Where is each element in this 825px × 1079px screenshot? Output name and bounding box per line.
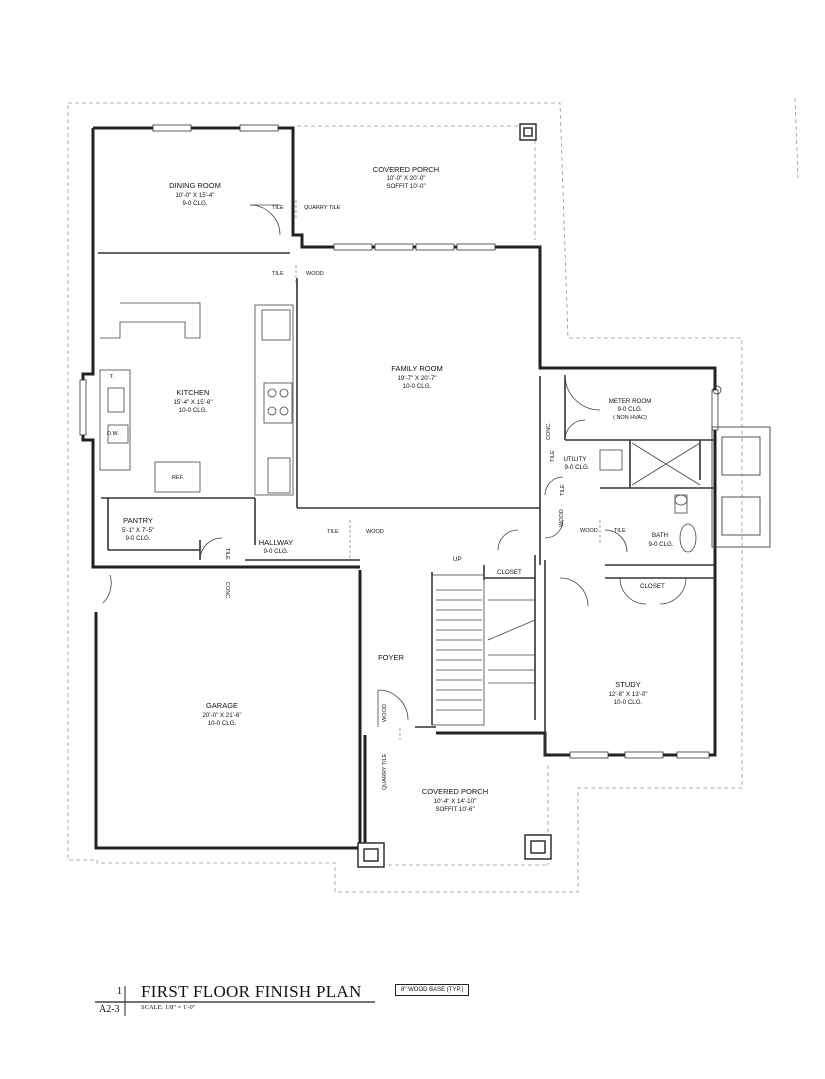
tile-label-utility-2: TILE: [560, 484, 566, 496]
bath-name: BATH: [652, 532, 668, 539]
floor-transitions: [295, 200, 601, 740]
pantry-clg: 9-0 CLG.: [125, 535, 150, 542]
rear-porch-soffit: SOFFIT 10'-0": [386, 183, 425, 190]
detail-number: 1: [117, 986, 122, 997]
drawing-scale: SCALE: 1/8" = 1'-0": [141, 1004, 196, 1011]
trash-label: T.: [110, 374, 115, 380]
pantry-dims: 5'-1" X 7'-5": [122, 527, 154, 534]
family-room-name: FAMILY ROOM: [391, 364, 442, 373]
study-dims: 12'-8" X 13'-0": [608, 691, 647, 698]
closet-label-hall: CLOSET: [497, 569, 522, 576]
closet-label-study: CLOSET: [640, 583, 665, 590]
rear-porch-name: COVERED PORCH: [373, 165, 439, 174]
tile-label-hall: TILE: [327, 529, 339, 535]
conc-label-utility: CONC.: [546, 422, 552, 440]
hallway-name: HALLWAY: [259, 538, 293, 547]
room-labels: DINING ROOM 10'-0" X 15'-4" 9-0 CLG. COV…: [122, 165, 674, 813]
base-note: 8" WOOD BASE (TYP.): [395, 984, 470, 996]
bath-fixtures: [599, 442, 701, 553]
tile-label-bath: TILE: [614, 528, 626, 534]
utility-name: UTILITY: [563, 456, 586, 463]
tile-label-utility: TILE: [550, 450, 556, 462]
tile-label-kitchen: TILE: [272, 271, 284, 277]
windows: [79, 124, 719, 759]
wood-label-foyer: WOOD: [382, 704, 388, 722]
drawing-title: FIRST FLOOR FINISH PLAN: [141, 982, 362, 1001]
dining-room-dims: 10'-0" X 15'-4": [175, 192, 214, 199]
meter-room-name: METER ROOM: [609, 398, 652, 405]
study-clg: 10-0 CLG.: [614, 699, 643, 706]
front-porch-name: COVERED PORCH: [422, 787, 488, 796]
sheet-number: A2-3: [99, 1004, 120, 1015]
conc-label-garage: CONC.: [224, 582, 230, 600]
wood-label-hall: WOOD: [366, 529, 384, 535]
exterior-walls: [81, 126, 717, 865]
dining-room-name: DINING ROOM: [169, 181, 221, 190]
door-swings: [102, 204, 687, 727]
staircase: [431, 574, 536, 726]
wood-label-family: WOOD: [306, 271, 324, 277]
wood-label-bath: WOOD: [580, 528, 598, 534]
front-porch-soffit: SOFFIT 10'-6": [435, 806, 474, 813]
pantry-name: PANTRY: [123, 516, 153, 525]
stair-up-label: UP: [453, 556, 462, 563]
family-room-clg: 10-0 CLG.: [403, 383, 432, 390]
title-block-lines: [95, 986, 375, 1016]
utility-clg: 9-0 CLG.: [564, 464, 589, 471]
roof-outline: [67, 97, 799, 893]
garage-name: GARAGE: [206, 701, 238, 710]
foyer-name: FOYER: [378, 653, 404, 662]
kitchen-name: KITCHEN: [177, 388, 210, 397]
dishwasher-label: D.W.: [107, 431, 119, 437]
material-labels: TILE QUARRY TILE TILE WOOD TILE WOOD WOO…: [107, 205, 665, 790]
tile-label-dining: TILE: [272, 205, 284, 211]
quarry-tile-label-front: QUARRY TILE: [382, 753, 388, 790]
study-name: STUDY: [615, 680, 640, 689]
bath-clg: 9-0 CLG.: [648, 541, 673, 548]
title-block: 1 A2-3 FIRST FLOOR FINISH PLAN SCALE: 1/…: [95, 982, 515, 1022]
dining-room-clg: 9-0 CLG.: [182, 200, 207, 207]
wood-label-hall-2: WOOD: [559, 509, 565, 527]
kitchen-clg: 10-0 CLG.: [179, 407, 208, 414]
garage-dims: 20'-0" X 21'-6": [202, 712, 241, 719]
rear-porch-dims: 10'-0" X 20'-0": [386, 175, 425, 182]
tile-label-pantry: TILE: [224, 548, 230, 560]
hallway-clg: 9-0 CLG.: [263, 548, 288, 555]
front-porch-dims: 10'-4" X 14'-10": [434, 798, 477, 805]
meter-room-clg: 9-0 CLG.: [617, 406, 642, 413]
family-room-dims: 19'-7" X 20'-7": [397, 375, 436, 382]
meter-room-note: ( NON HVAC): [613, 415, 647, 421]
refrigerator-label: REF.: [172, 475, 184, 481]
porch-columns: [357, 123, 552, 868]
kitchen-fixtures: [99, 302, 294, 496]
quarry-tile-label-rear: QUARRY TILE: [304, 205, 341, 211]
kitchen-dims: 15'-4" X 15'-6": [173, 399, 212, 406]
ac-pads: [711, 385, 771, 548]
garage-clg: 10-0 CLG.: [208, 720, 237, 727]
